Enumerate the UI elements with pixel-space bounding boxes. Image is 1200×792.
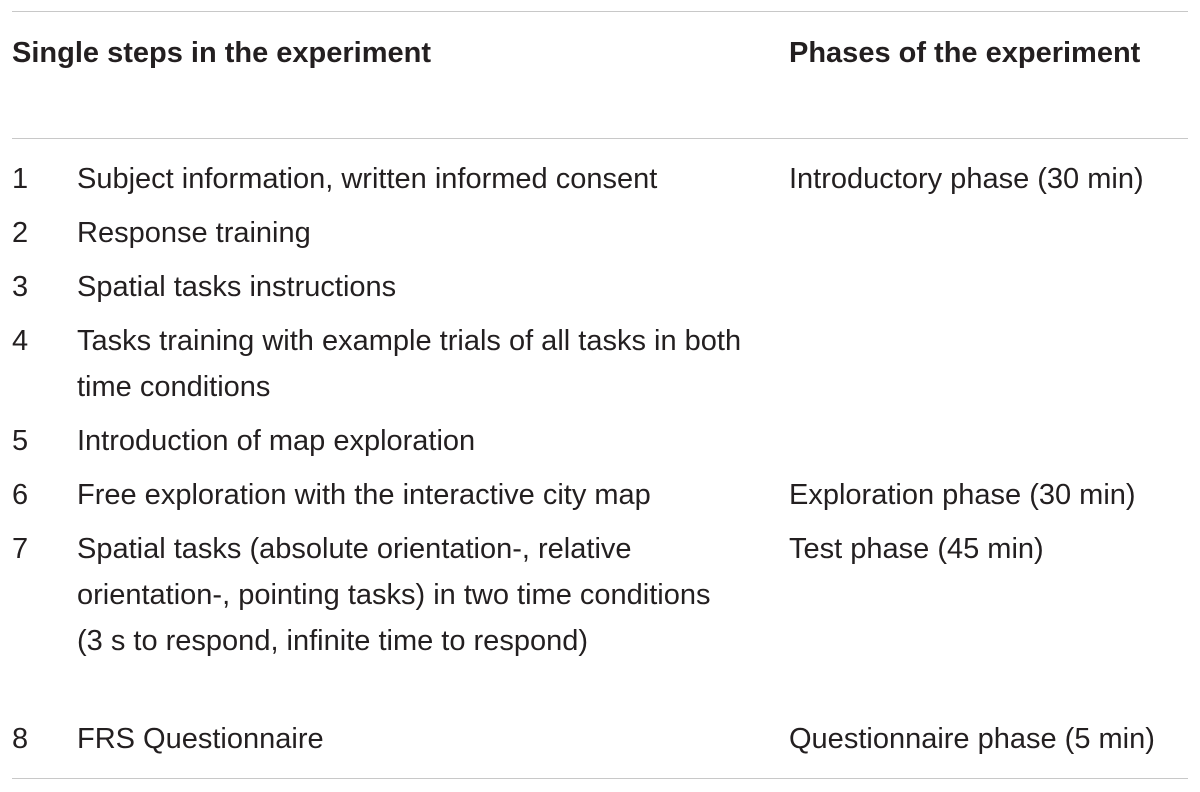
step-description: Subject information, written informed co… <box>77 163 658 195</box>
header-single-steps: Single steps in the experiment <box>12 37 431 69</box>
step-number: 3 <box>12 271 29 303</box>
step-number: 8 <box>12 723 29 755</box>
header-phases: Phases of the experiment <box>789 37 1141 69</box>
step-number: 1 <box>12 163 29 195</box>
step-description: Tasks training with example trials of al… <box>77 325 742 403</box>
step-number: 5 <box>12 425 29 457</box>
phase-label: Test phase (45 min) <box>789 533 1044 565</box>
step-number: 2 <box>12 217 29 249</box>
table-header-rule <box>12 138 1188 139</box>
table-bottom-rule <box>12 778 1188 779</box>
phase-label: Introductory phase (30 min) <box>789 163 1144 195</box>
phase-label: Exploration phase (30 min) <box>789 479 1136 511</box>
step-description: Response training <box>77 217 311 249</box>
step-description: Spatial tasks instructions <box>77 271 397 303</box>
step-description: Introduction of map exploration <box>77 425 476 457</box>
step-number: 6 <box>12 479 29 511</box>
step-number: 7 <box>12 533 29 565</box>
table-top-rule <box>12 11 1188 12</box>
step-description: Free exploration with the interactive ci… <box>77 479 651 511</box>
step-number: 4 <box>12 325 29 357</box>
step-description: FRS Questionnaire <box>77 723 324 755</box>
step-description: Spatial tasks (absolute orientation-, re… <box>77 533 711 657</box>
phase-label: Questionnaire phase (5 min) <box>789 723 1155 755</box>
